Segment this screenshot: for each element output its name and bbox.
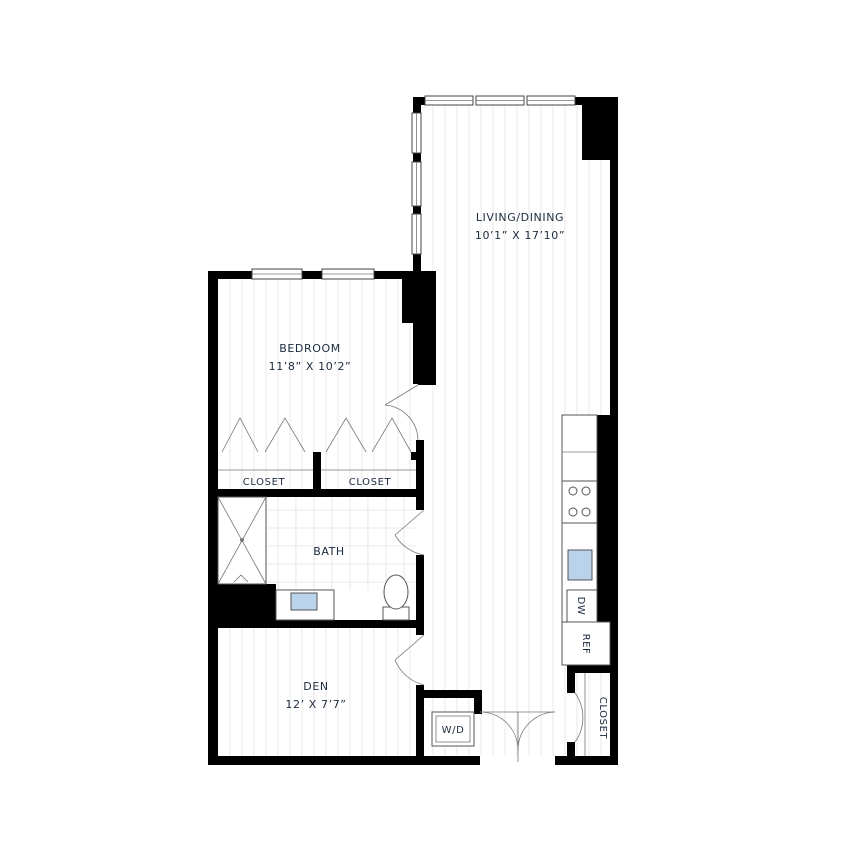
closet-left-label: CLOSET	[243, 477, 286, 488]
closet-entry-label: CLOSET	[597, 697, 608, 740]
kitchen-sink-icon	[567, 549, 593, 581]
refrigerator	[561, 621, 611, 666]
burner-icon	[568, 507, 578, 517]
walls	[208, 97, 618, 765]
washer-dryer	[431, 711, 475, 747]
bath-name: BATH	[313, 545, 345, 558]
range	[561, 480, 598, 524]
bedroom-size: 11’8” X 10’2”	[269, 360, 352, 373]
den-size: 12’ X 7’7”	[285, 698, 346, 711]
burner-icon	[581, 507, 591, 517]
room-labels: LIVING/DINING 10’1” X 17’10” BEDROOM 11’…	[243, 211, 608, 740]
den-name: DEN	[303, 680, 328, 693]
living-dining-size: 10’1” X 17’10”	[475, 229, 565, 242]
closet-shelves	[218, 469, 586, 756]
bedroom-name: BEDROOM	[279, 342, 341, 355]
burner-icon	[581, 486, 591, 496]
windows	[251, 95, 576, 280]
kitchen-fixtures	[431, 414, 611, 747]
dishwasher-label: DW	[575, 597, 586, 616]
washer-dryer-label: W/D	[442, 725, 465, 736]
bath-sink-icon	[290, 592, 318, 611]
living-dining-name: LIVING/DINING	[476, 211, 564, 224]
toilet-bowl	[383, 574, 409, 610]
closet-right-label: CLOSET	[349, 477, 392, 488]
refrigerator-label: REF	[580, 634, 591, 655]
bath-fixtures	[217, 496, 410, 621]
burner-icon	[568, 486, 578, 496]
shower-drain-icon	[240, 538, 244, 542]
doors	[221, 384, 584, 762]
